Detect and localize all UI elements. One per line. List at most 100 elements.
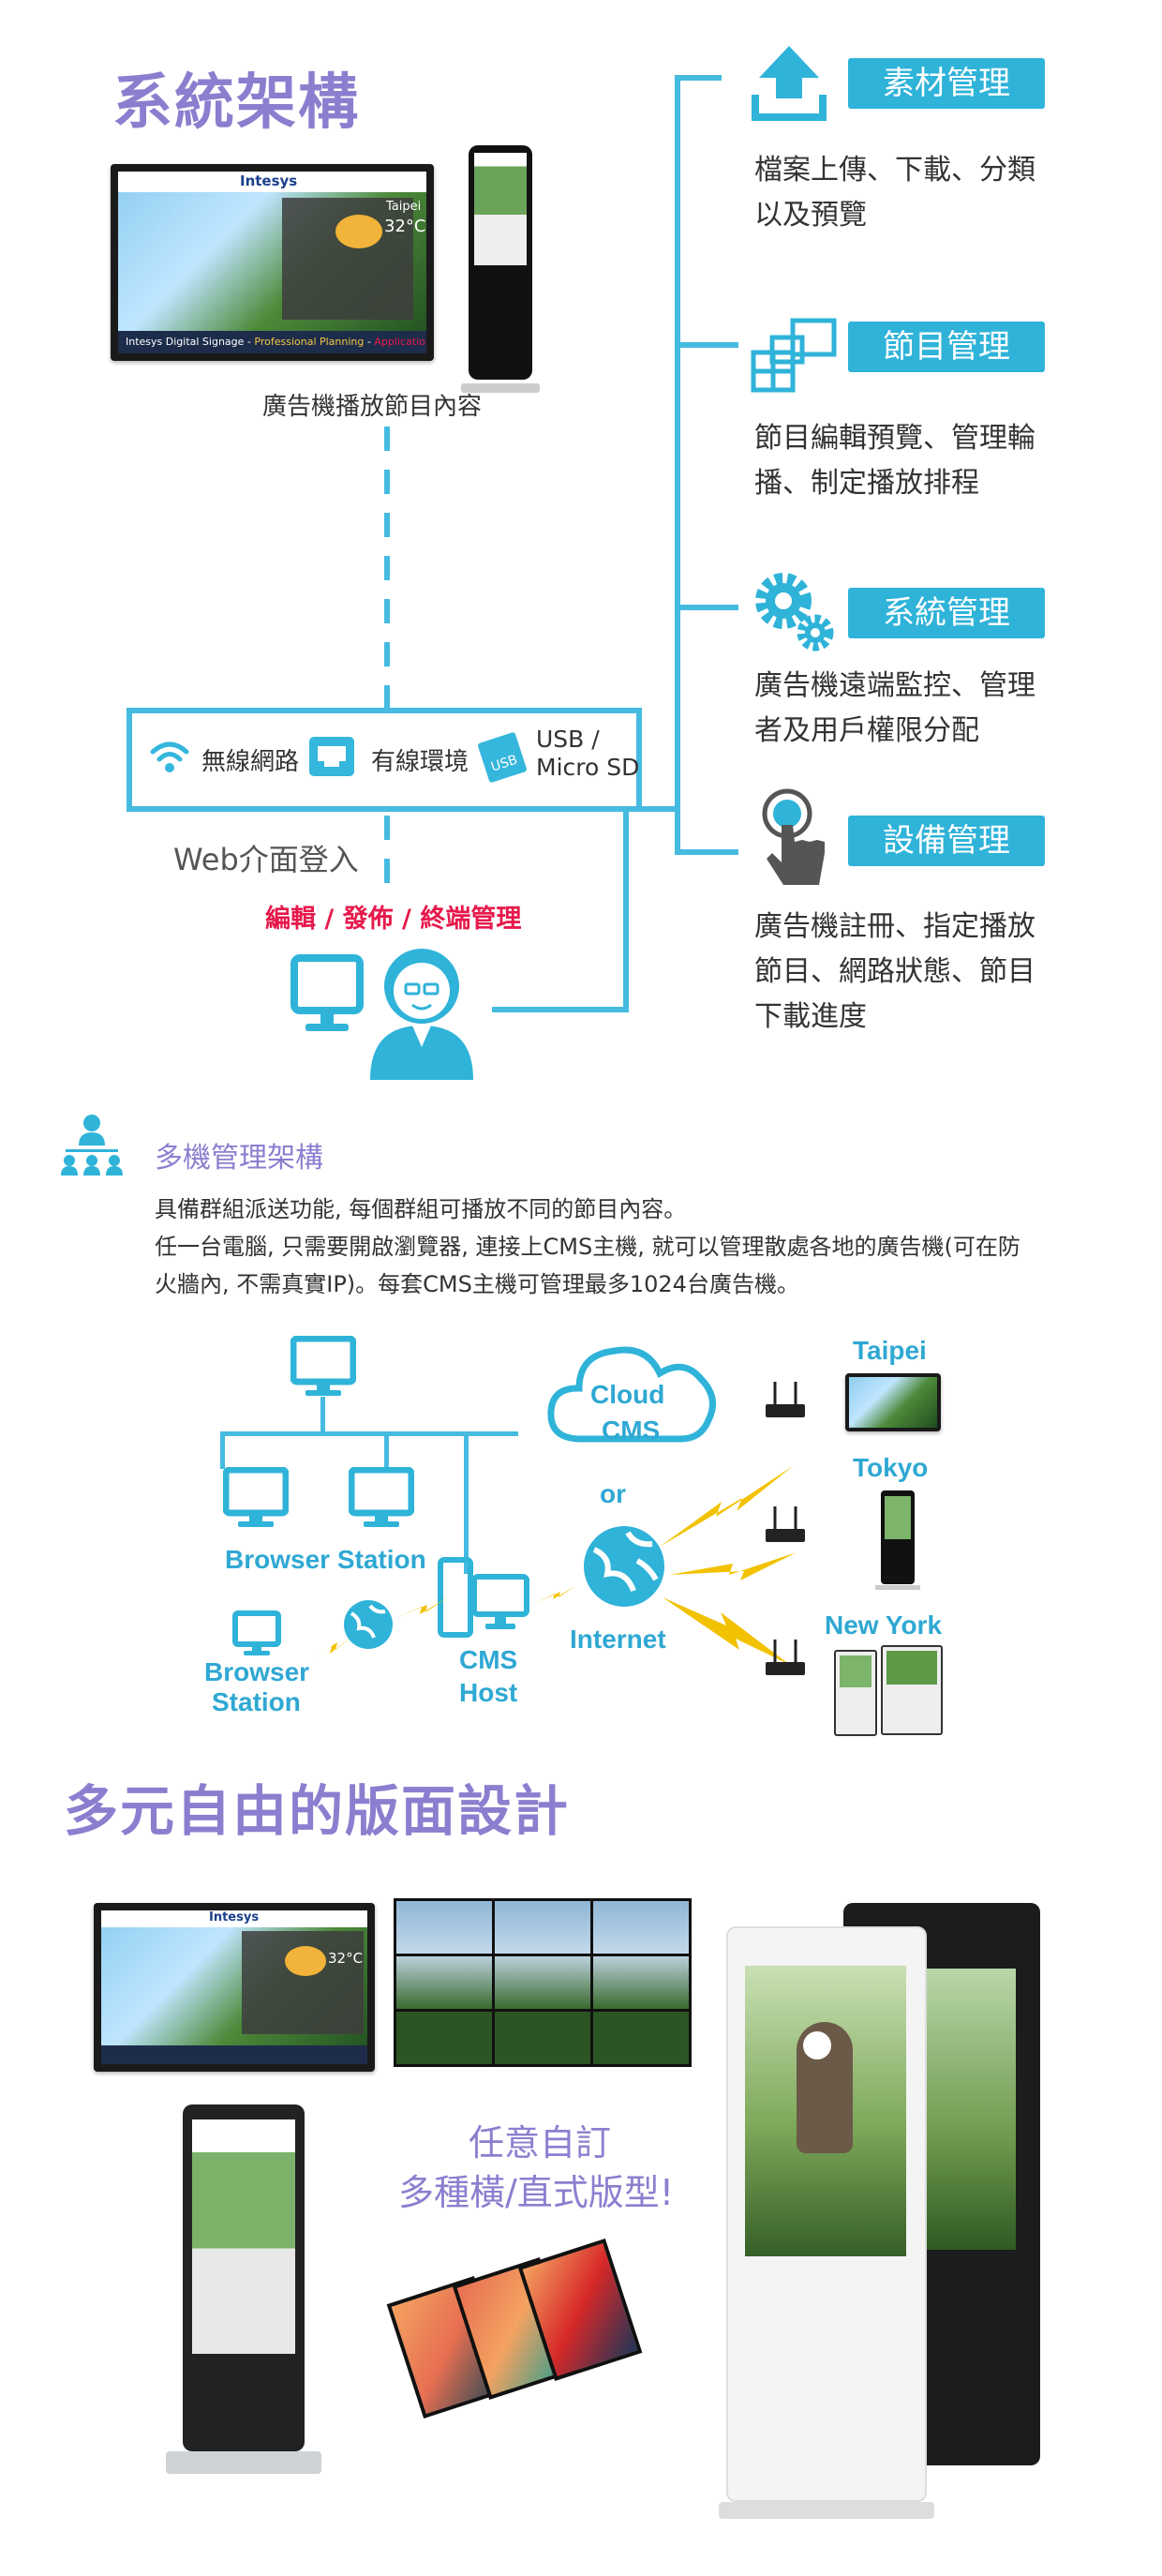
multi-para-3: 火牆內, 不需真實IP)。每套CMS主機可管理最多1024台廣告機。 <box>155 1271 799 1297</box>
feature-desc-device-1: 廣告機註冊、指定播放 <box>754 910 1035 943</box>
wifi-icon <box>150 741 189 772</box>
usb-label-1: USB / <box>536 726 600 753</box>
display-newyork-1 <box>834 1650 877 1736</box>
usb-label-2: Micro SD <box>536 754 640 781</box>
feature-pill-program: 節目管理 <box>848 322 1045 372</box>
group-users-icon <box>61 1115 123 1176</box>
router-icon-newyork <box>766 1640 805 1675</box>
tree-branch-2 <box>675 342 738 348</box>
tree-vertical <box>675 75 680 855</box>
browser-station-2-l2: Station <box>212 1687 301 1716</box>
tree-to-operator <box>492 1007 629 1012</box>
video-wall <box>394 1898 692 2067</box>
lightning-bolt-2 <box>669 1552 797 1580</box>
bracket-left <box>127 708 132 811</box>
feature-pill-system: 系統管理 <box>848 588 1045 638</box>
monitor-icon-middle <box>349 1467 414 1527</box>
screen-city: Taipei <box>386 200 422 214</box>
feature-desc-material-1: 檔案上傳、下載、分類 <box>754 154 1035 187</box>
ethernet-icon <box>309 737 354 776</box>
or-label: or <box>600 1479 626 1508</box>
net-vert-top <box>320 1397 325 1432</box>
multi-para-1: 具備群組派送功能, 每個群組可播放不同的節目內容。 <box>155 1196 687 1222</box>
usb-icon: USB <box>477 731 528 784</box>
portrait-kiosk <box>461 145 540 393</box>
lightning-bolt-5 <box>311 1635 354 1659</box>
layout-screen-temp: 32°C <box>328 1950 364 1967</box>
net-drop-2 <box>384 1431 389 1469</box>
lightning-bolt-3 <box>663 1597 790 1665</box>
globe-icon-small <box>344 1600 393 1649</box>
usb-icon-text: USB <box>489 752 520 775</box>
tree-join <box>623 806 678 812</box>
tall-kiosk-white <box>719 1926 934 2519</box>
feature-desc-device-2: 節目、網路狀態、節目 <box>754 955 1035 988</box>
cms-host-label-1: CMS <box>459 1645 518 1674</box>
touch-hand-icon <box>762 788 825 885</box>
browser-station-label: Browser Station <box>225 1545 426 1574</box>
feature-desc-system-1: 廣告機遠端監控、管理 <box>754 669 1035 702</box>
cms-host-label-2: Host <box>459 1678 518 1707</box>
tree-down <box>623 806 629 1012</box>
monitor-icon-top <box>290 1336 356 1396</box>
feature-desc-program-2: 播、制定播放排程 <box>754 467 979 500</box>
net-drop-3 <box>464 1431 469 1574</box>
dashed-connector-bottom <box>384 816 390 900</box>
feature-pill-device: 設備管理 <box>848 816 1045 866</box>
city-tokyo: Tokyo <box>853 1453 929 1482</box>
city-newyork: New York <box>825 1610 943 1640</box>
net-drop-1 <box>220 1431 225 1469</box>
cloud-icon <box>547 1346 716 1443</box>
browser-station-2-l1: Browser <box>204 1657 310 1686</box>
router-icon-taipei <box>766 1382 805 1417</box>
bracket-bottom <box>127 806 642 812</box>
tree-top-stub <box>675 75 722 81</box>
display-newyork-2 <box>881 1645 943 1735</box>
screen-ticker-end: Application <box>374 336 426 348</box>
screen-temp: 32°C <box>384 217 426 236</box>
screen-brand: Intesys <box>240 172 298 189</box>
screen-ticker-sep: - <box>364 336 375 348</box>
internet-label: Internet <box>570 1625 666 1654</box>
cloud-label-1: Cloud <box>590 1380 665 1409</box>
feature-desc-program-1: 節目編輯預覽、管理輪 <box>754 422 1035 455</box>
cloud-label-2: CMS <box>602 1415 661 1445</box>
router-icon-tokyo <box>766 1506 805 1542</box>
lightning-bolt-6 <box>536 1586 575 1603</box>
program-layout-icon <box>751 318 837 393</box>
operator-person-icon <box>370 949 473 1080</box>
bracket-top <box>127 708 642 713</box>
multi-para-2: 任一台電腦, 只需要開啟瀏覽器, 連接上CMS主機, 就可以管理散處各地的廣告機… <box>155 1234 1020 1260</box>
monitor-icon-small <box>232 1610 281 1655</box>
lightning-bolt-1 <box>660 1466 793 1547</box>
section-title-system: 系統架構 <box>112 68 360 138</box>
layout-landscape-display: Intesys 32°C <box>94 1903 375 2072</box>
monitor-icon-left <box>223 1467 289 1527</box>
tagline-1: 任意自訂 <box>469 2122 612 2164</box>
lightning-bolt-4 <box>395 1597 448 1618</box>
display-taipei <box>845 1373 941 1431</box>
web-login-label: Web介面登入 <box>173 842 359 877</box>
tagline-2: 多種橫/直式版型! <box>398 2172 675 2213</box>
tree-branch-3 <box>675 605 738 610</box>
net-bus <box>220 1431 518 1436</box>
wired-label: 有線環境 <box>371 748 469 776</box>
layout-screen-brand: Intesys <box>209 1910 260 1925</box>
feature-desc-system-2: 者及用戶權限分配 <box>754 714 979 747</box>
display-tokyo <box>875 1490 920 1590</box>
gear-icon <box>755 573 834 651</box>
section-title-layout: 多元自由的版面設計 <box>64 1779 571 1843</box>
globe-icon-large <box>584 1526 664 1607</box>
tree-branch-4 <box>675 849 738 855</box>
tilted-screens <box>386 2238 656 2437</box>
cms-host-icon <box>438 1557 529 1638</box>
computer-icon <box>290 954 364 1031</box>
dashed-connector-top <box>384 427 390 708</box>
city-taipei: Taipei <box>853 1336 927 1365</box>
feature-desc-device-3: 下載進度 <box>754 1000 867 1033</box>
bracket-right <box>636 708 642 811</box>
screen-ticker-mid: Professional Planning <box>254 336 365 348</box>
layout-portrait-kiosk <box>166 2104 321 2474</box>
feature-desc-material-2: 以及預覽 <box>754 199 867 232</box>
manage-label: 編輯 / 發佈 / 終端管理 <box>265 905 522 934</box>
